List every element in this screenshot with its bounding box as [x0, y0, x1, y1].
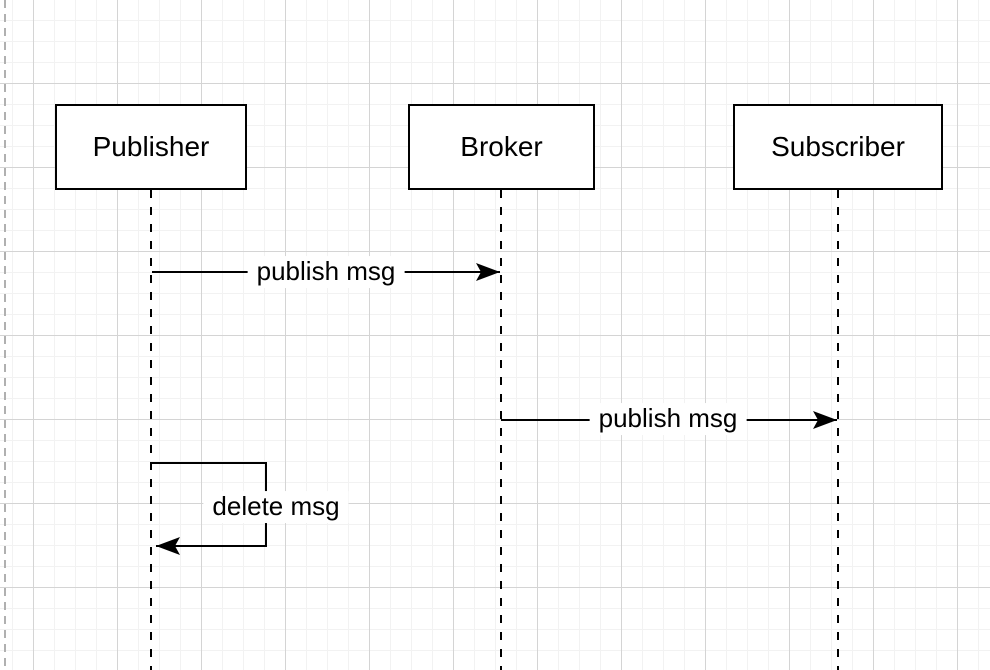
actor-box-broker[interactable]: Broker — [408, 104, 595, 190]
actor-label-publisher: Publisher — [92, 131, 210, 162]
actor-box-subscriber[interactable]: Subscriber — [733, 104, 943, 190]
actor-label-broker: Broker — [460, 131, 543, 162]
message-label-publish-1[interactable]: publish msg — [247, 256, 405, 288]
actor-box-publisher[interactable]: Publisher — [55, 104, 247, 190]
message-label-delete[interactable]: delete msg — [203, 491, 349, 523]
actor-label-subscriber: Subscriber — [771, 131, 905, 162]
message-label-publish-2[interactable]: publish msg — [589, 403, 747, 435]
